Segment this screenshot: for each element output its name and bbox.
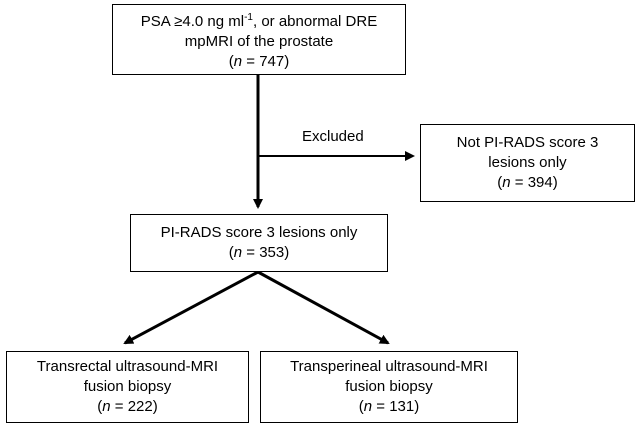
box-excluded-count: (n = 394)	[497, 174, 558, 191]
box-screened-line2: mpMRI of the prostate	[184, 32, 334, 50]
box-transperineal-count: (n = 131)	[358, 398, 420, 415]
box-transrectal-line1: Transrectal ultrasound-MRI	[36, 358, 219, 375]
box-excluded-line2: lesions only	[488, 154, 567, 171]
box-screened-line1: PSA ≥4.0 ng ml-1, or abnormal DRE	[140, 11, 378, 30]
box-transrectal-count: (n = 222)	[97, 398, 158, 415]
arrow-middle-to-right	[257, 270, 390, 345]
box-pirads3-count: (n = 353)	[228, 244, 290, 261]
box-screened: PSA ≥4.0 ng ml-1, or abnormal DRE mpMRI …	[112, 4, 406, 75]
box-transrectal-line2: fusion biopsy	[83, 378, 172, 395]
box-excluded: Not PI-RADS score 3 lesions only (n = 39…	[420, 124, 635, 202]
box-excluded-line1: Not PI-RADS score 3	[456, 134, 599, 151]
box-pirads3-line1: PI-RADS score 3 lesions only	[160, 224, 358, 241]
box-transperineal: Transperineal ultrasound-MRI fusion biop…	[260, 351, 518, 423]
box-transperineal-line1: Transperineal ultrasound-MRI	[290, 358, 488, 375]
box-screened-count: (n = 747)	[228, 52, 290, 70]
box-transrectal: Transrectal ultrasound-MRI fusion biopsy…	[6, 351, 249, 423]
arrow-middle-to-left	[123, 270, 259, 345]
box-pirads3: PI-RADS score 3 lesions only (n = 353)	[130, 214, 388, 272]
box-transperineal-line2: fusion biopsy	[345, 378, 433, 395]
excluded-label: Excluded	[302, 128, 364, 145]
